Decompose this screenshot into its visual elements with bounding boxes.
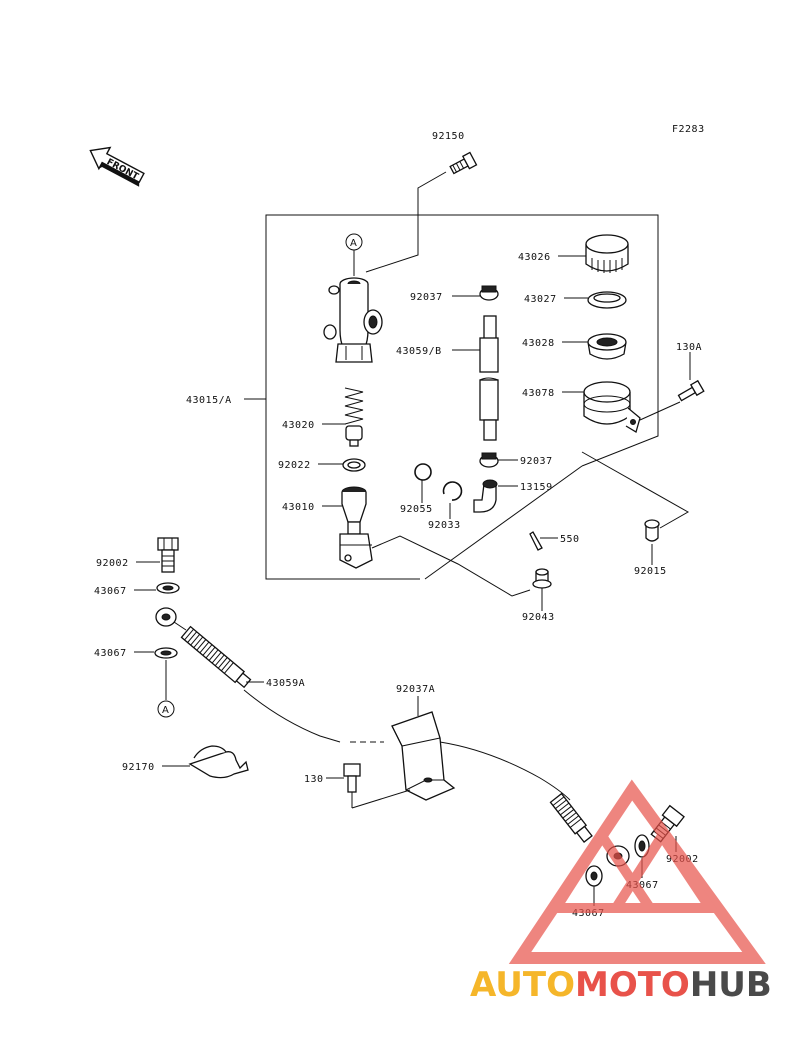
circlip-92033 [442,481,463,501]
label-13159: 13159 [520,482,553,493]
label-43010: 43010 [282,502,315,513]
label-92015: 92015 [634,566,667,577]
bushing-92015 [644,519,660,542]
label-92037-mid: 92037 [520,456,553,467]
watermark-text: AUTOMOTOHUB [470,965,772,1005]
front-arrow-icon: FRONT [89,146,145,187]
label-130: 130 [304,774,324,785]
figure-code: F2283 [672,124,705,135]
oring-92055 [414,463,432,481]
label-550: 550 [560,534,580,545]
label-43015a: 43015/A [186,395,232,406]
cap-43026 [585,234,629,273]
hose-43059b [479,315,499,441]
label-130a: 130A [676,342,702,353]
label-43027: 43027 [524,294,557,305]
washer-43067-c [634,834,650,858]
label-92043: 92043 [522,612,555,623]
label-92150: 92150 [432,131,465,142]
label-92022: 92022 [278,460,311,471]
svg-text:A: A [162,705,169,716]
label-43078: 43078 [522,388,555,399]
plate-43027 [587,291,627,309]
callout-a-top: A [345,233,363,276]
label-43028: 43028 [522,338,555,349]
svg-text:A: A [350,238,357,249]
label-43059b: 43059/B [396,346,442,357]
bolt-92150 [365,151,478,273]
clamp-92170 [188,745,249,779]
master-cylinder-body [323,277,383,363]
leader-92043 [371,535,531,597]
label-92170: 92170 [122,762,155,773]
hose-43059a [155,607,571,801]
cotter-pin-550 [529,531,543,551]
label-92037-top: 92037 [410,292,443,303]
washer-43067-a [156,582,180,594]
pushrod-43010 [339,486,373,569]
banjo-bolt-92002-left [157,537,179,573]
label-43067-c: 43067 [626,880,659,891]
label-92033: 92033 [428,520,461,531]
label-43067-d: 43067 [572,908,605,919]
label-92055: 92055 [400,504,433,515]
label-43067-a: 43067 [94,586,127,597]
watermark-logo-icon [508,779,766,964]
bolt-130 [343,763,411,809]
label-92002-left: 92002 [96,558,129,569]
callout-a-bottom: A [157,660,175,718]
reservoir-43078 [583,381,641,433]
pin-92043 [532,568,552,589]
clamp-92037-mid [479,452,499,468]
clamp-92037-top [479,285,499,301]
label-43059a: 43059A [266,678,305,689]
label-92037a: 92037A [396,684,435,695]
label-43067-b: 43067 [94,648,127,659]
bolt-130a [677,379,705,402]
clamp-92037a [391,711,456,801]
washer-43067-d [585,865,603,887]
fitting-13159 [473,479,498,513]
washer-43067-b [154,647,178,659]
diaphragm-43028 [587,333,627,360]
label-43020: 43020 [282,420,315,431]
spring-43020 [344,387,364,447]
leader-92015 [581,451,690,529]
washer-92022 [342,458,366,472]
label-43026: 43026 [518,252,551,263]
